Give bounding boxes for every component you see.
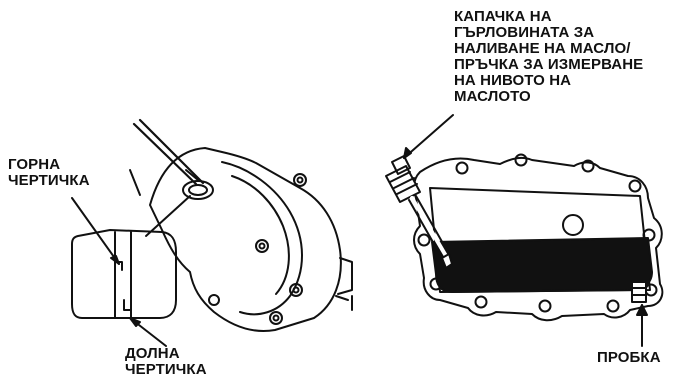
cap-arrowhead bbox=[404, 148, 411, 158]
engine-bolt bbox=[294, 174, 306, 186]
case-bolt-hole bbox=[630, 181, 641, 192]
upper-mark-label: ГОРНА ЧЕРТИЧКА bbox=[8, 157, 90, 189]
oil-filler-cap-dipstick-label: КАПАЧКА НА ГЪРЛОВИНАТА ЗА НАЛИВАНЕ НА МА… bbox=[454, 9, 643, 105]
engine-bolt bbox=[256, 240, 268, 252]
oil-filler-opening bbox=[189, 185, 207, 195]
drain-plug-label: ПРОБКА bbox=[597, 350, 661, 366]
cap-leader bbox=[404, 115, 453, 158]
gear-case-view bbox=[386, 155, 662, 321]
engine-side-view bbox=[72, 120, 352, 331]
engine-bolt bbox=[270, 312, 282, 324]
oil-level-fill bbox=[432, 238, 652, 292]
lower-mark-label: ДОЛНА ЧЕРТИЧКА bbox=[125, 346, 207, 378]
dipstick-rod-pointer bbox=[146, 196, 190, 236]
shaft-boss bbox=[563, 215, 583, 235]
engine-side-fitting bbox=[336, 296, 352, 310]
case-bolt-hole bbox=[476, 297, 487, 308]
lower-mark-arrowhead bbox=[130, 318, 140, 326]
engine-bolt bbox=[209, 295, 219, 305]
case-bolt-hole bbox=[608, 301, 619, 312]
engine-housing-outline bbox=[150, 148, 341, 331]
drain-plug bbox=[632, 282, 646, 302]
dipstick-lower-notch bbox=[124, 300, 131, 310]
oil-filler-neck bbox=[183, 181, 213, 199]
case-bolt-hole bbox=[540, 301, 551, 312]
engine-cover-inner bbox=[232, 176, 289, 294]
case-bolt-hole bbox=[516, 155, 527, 166]
case-bolt-hole bbox=[419, 235, 430, 246]
case-bolt-hole bbox=[457, 163, 468, 174]
dipstick-shaft bbox=[412, 198, 446, 256]
